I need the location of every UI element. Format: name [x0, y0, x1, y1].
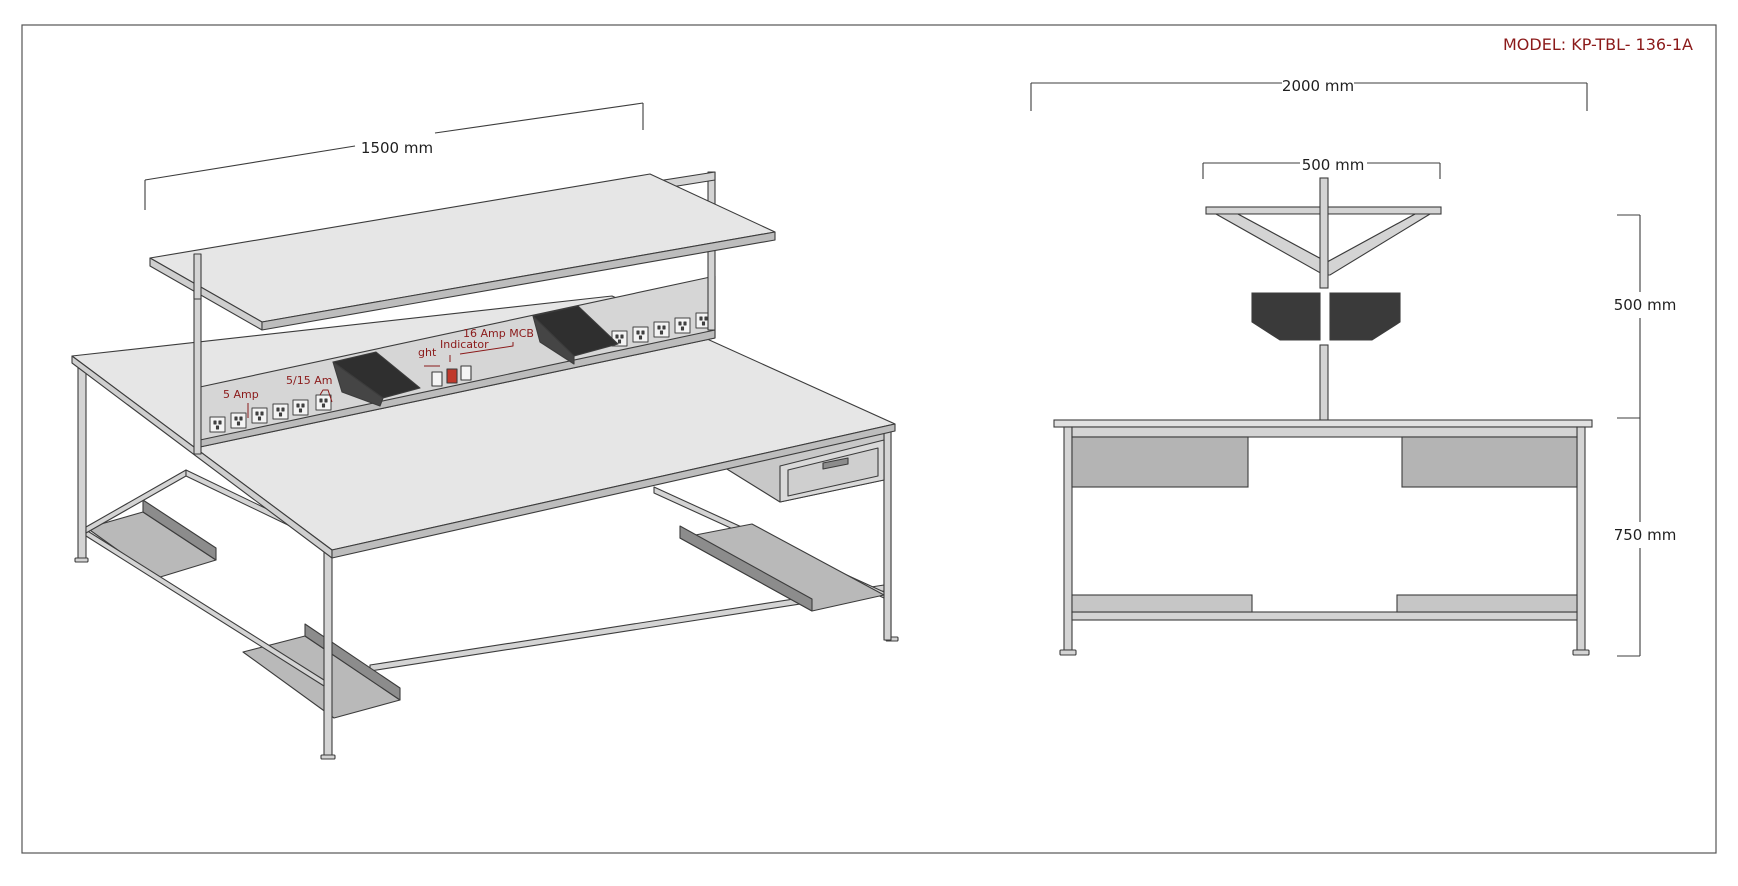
annotation-indicator: Indicator [440, 338, 489, 351]
upper-shelf [149, 173, 776, 331]
front-center-post [1319, 344, 1329, 426]
sheet-border [21, 24, 1717, 854]
lower-tray-left-front [242, 623, 401, 719]
iso-width-label: 1500 mm [361, 139, 433, 157]
annotation-515amp: 5/15 Am [286, 374, 332, 387]
right-front-leg [883, 429, 892, 641]
front-legs [1059, 426, 1590, 656]
front-shelf-width-dimension [1202, 162, 1441, 179]
front-upper-height-label: 500 mm [1614, 296, 1677, 314]
front-table-height-label: 750 mm [1614, 526, 1677, 544]
bin-right [532, 305, 619, 365]
front-shelf [1205, 177, 1442, 289]
front-total-width-dimension [1030, 82, 1588, 111]
front-view: 2000 mm 500 mm 500 mm 750 mm [1030, 77, 1677, 657]
front-total-width-label: 2000 mm [1282, 77, 1354, 95]
front-lower-tray-right [1396, 594, 1578, 613]
annotation-light: ght [418, 346, 437, 359]
front-bins [1251, 292, 1401, 341]
front-height-dimension [1617, 214, 1641, 657]
front-table-top [1053, 419, 1593, 428]
lower-tray-left-back [86, 499, 217, 579]
isometric-view: 1500 mm [71, 102, 899, 760]
front-lower-tray-left [1071, 594, 1253, 613]
annotation-leaders [247, 342, 514, 418]
front-shelf-width-label: 500 mm [1302, 156, 1365, 174]
front-uprights [193, 253, 202, 300]
front-drawer-left [1071, 436, 1249, 488]
annotation-5amp: 5 Amp [223, 388, 259, 401]
iso-width-dimension [144, 102, 644, 210]
model-label: MODEL: KP-TBL- 136-1A [1503, 35, 1693, 54]
left-frame [74, 363, 336, 760]
bin-left [332, 351, 421, 407]
table-top [71, 295, 896, 559]
annotation-mcb: 16 Amp MCB [463, 327, 534, 340]
lower-tray-right [679, 523, 885, 612]
front-drawer-right [1401, 436, 1578, 488]
